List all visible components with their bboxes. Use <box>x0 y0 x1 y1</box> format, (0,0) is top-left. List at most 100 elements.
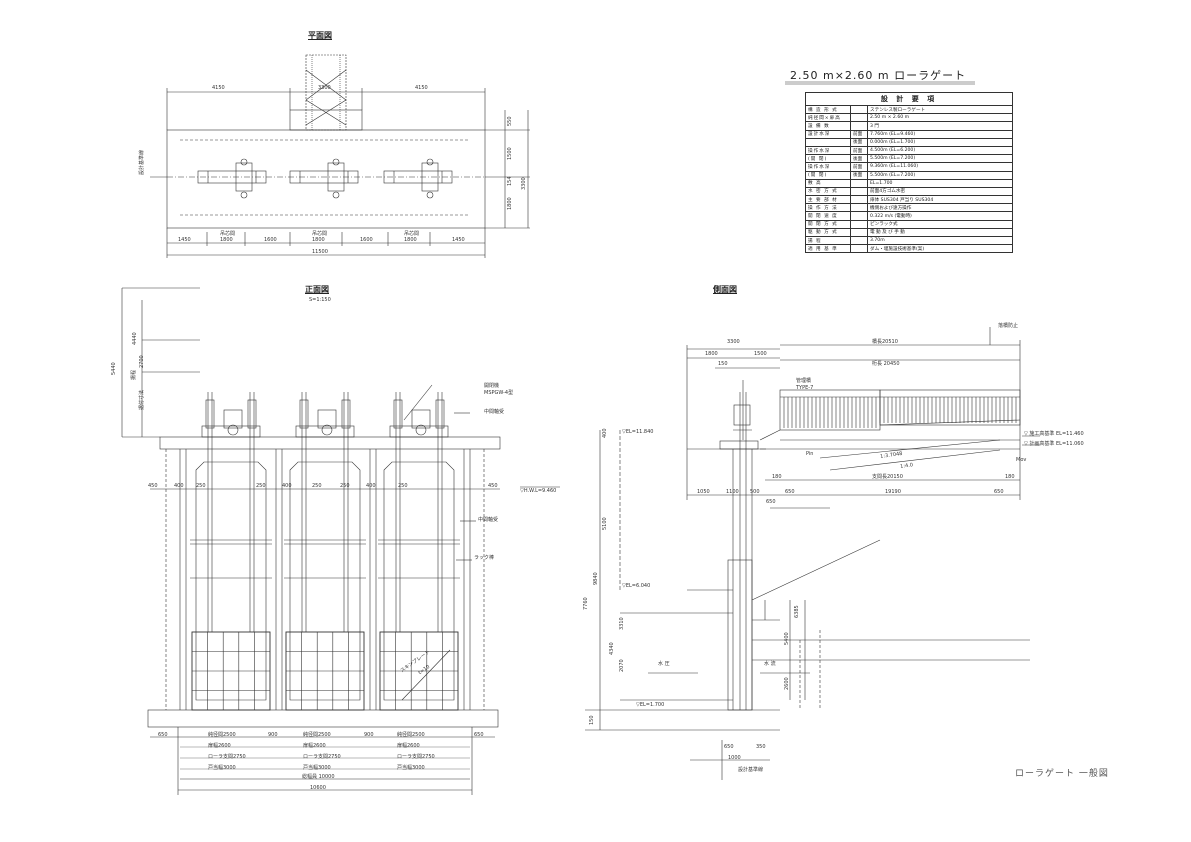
side-v5: 2070 <box>619 659 625 672</box>
side-view-title: 側面図 <box>713 285 737 294</box>
side-el-mid: ▽EL=6.040 <box>622 583 651 589</box>
spec-key: 純径間×扉高 <box>805 113 851 123</box>
front-top-dim: 250 <box>196 483 206 489</box>
side-vr2: 2600 <box>784 677 790 690</box>
side-end-1: 180 <box>1005 474 1015 480</box>
side-dim-top1: 1800 <box>705 351 718 357</box>
front-dim-900b: 900 <box>364 732 374 738</box>
spec-key <box>805 137 851 147</box>
spec-value: EL=1.700 <box>867 178 1013 188</box>
plan-dim-r1: 1500 <box>507 147 513 160</box>
spec-value: 2.50 m × 2.60 m <box>867 113 1013 123</box>
side-bottom-1: 350 <box>756 744 766 750</box>
plan-dim-r4: 3300 <box>521 177 527 190</box>
spec-key: 駆 動 方 式 <box>805 227 851 238</box>
spec-sub: 前面 <box>850 129 868 139</box>
front-note-bearing: 中間軸受 <box>484 409 505 415</box>
spec-key: 構 造 形 式 <box>805 104 851 115</box>
side-el-top: ▽EL=11.840 <box>622 429 654 435</box>
front-gate-dim: 戸当幅3000 <box>303 765 331 771</box>
side-pin: Pin <box>806 451 814 457</box>
front-gate-dim: 純径間2500 <box>208 732 236 738</box>
spec-key: 操作水深 <box>805 162 851 172</box>
plan-dim-r2: 154 <box>507 176 513 186</box>
spec-key: (開 閉) <box>805 170 851 180</box>
side-dim-top2: 1500 <box>754 351 767 357</box>
spec-value: 4.500m (EL=6.200) <box>867 145 1013 156</box>
spec-value: 5.500m (EL=7.200) <box>867 170 1013 180</box>
plan-dim-total: 11500 <box>312 249 328 255</box>
spec-sub <box>850 186 868 197</box>
spec-sub: 前面 <box>850 162 868 172</box>
spec-sub: 後面 <box>850 154 868 164</box>
plan-view-title: 平面図 <box>308 31 332 40</box>
front-top-dim: 250 <box>256 483 266 489</box>
spec-key: 設 備 数 <box>805 121 851 131</box>
side-left-150: 150 <box>589 715 595 725</box>
side-v1: 5100 <box>602 517 608 530</box>
spec-header: 設 計 要 項 <box>805 92 1013 106</box>
front-top-dim: 250 <box>398 483 408 489</box>
drawing-title: 2.50 m×2.60 m ローラゲート <box>790 69 967 82</box>
side-end-0: 180 <box>772 474 782 480</box>
spec-row: 操 作 方 法機側および遠方操作 <box>805 203 1013 213</box>
spec-sub <box>850 244 868 254</box>
side-el-plan: ▽ 計画高基準 EL=11.060 <box>1024 441 1084 447</box>
spec-sub <box>850 104 868 115</box>
plan-dim-top-mid: 3300 <box>318 85 331 91</box>
front-note-opener: 開閉機 <box>484 383 500 389</box>
front-dim-bl: 650 <box>158 732 168 738</box>
side-mid-1: 1100 <box>726 489 739 495</box>
side-pipe-0: 管理橋 <box>796 378 812 384</box>
side-dim-top3: 150 <box>718 361 728 367</box>
spec-row: 開 閉 方 式ピンラック式 <box>805 219 1013 229</box>
spec-key: (開 閉) <box>805 154 851 164</box>
spec-row: 構 造 形 式 ステンレス製ローラゲート <box>805 104 1013 115</box>
side-v3: 7760 <box>583 597 589 610</box>
spec-sub: 後面 <box>850 137 868 147</box>
plan-dim-b0: 1450 <box>178 237 191 243</box>
side-bridge-0: 橋長20510 <box>872 339 898 345</box>
front-view-title: 正面図 <box>305 285 329 294</box>
side-note-right: 落橋防止 <box>998 323 1019 329</box>
front-gate-dim: 戸当幅3000 <box>397 765 425 771</box>
plan-view <box>150 54 530 258</box>
side-mid-6: 650 <box>766 499 776 505</box>
spec-row: 適 用 基 準ダム・堰施設技術基準(案) <box>805 244 1013 254</box>
spec-sub <box>850 235 868 246</box>
spec-sub <box>850 203 868 213</box>
spec-table: 設 計 要 項 構 造 形 式 ステンレス製ローラゲート純径間×扉高 2.50 m … <box>805 92 1013 254</box>
side-pipe-1: TYPE-7 <box>796 385 814 391</box>
side-mid-3: 650 <box>785 489 795 495</box>
spec-sub <box>850 227 868 238</box>
spec-key: 水 密 方 式 <box>805 186 851 197</box>
spec-value: 7.760m (EL=9.460) <box>867 129 1013 139</box>
side-v0: 400 <box>602 428 608 438</box>
front-gate-dim: 扉幅2600 <box>208 743 231 749</box>
spec-value: ステンレス製ローラゲート <box>867 104 1013 115</box>
front-gate-dim: ローラ支間2750 <box>208 754 246 760</box>
spec-value: 9.360m (EL=11.060) <box>867 162 1013 172</box>
plan-gate-label-2: 吊芯間 <box>404 231 420 237</box>
front-gate-dim: 純径間2500 <box>303 732 331 738</box>
side-v2: 9840 <box>593 572 599 585</box>
side-el-bot: ▽EL=1.700 <box>636 702 665 708</box>
spec-value: 扉体 SUS304 戸当り SUS304 <box>867 195 1013 205</box>
spec-row: 駆 動 方 式電 動 及 び 手 動 <box>805 227 1013 238</box>
spec-sub <box>850 195 868 205</box>
spec-key: 主 要 部 材 <box>805 195 851 205</box>
front-top-dim: 250 <box>312 483 322 489</box>
front-gate-dim: 純径間2500 <box>397 732 425 738</box>
spec-value: ダム・堰施設技術基準(案) <box>867 244 1013 254</box>
spec-value: 3.70m <box>867 235 1013 246</box>
front-gate-dim: 戸当幅3000 <box>208 765 236 771</box>
drawing-footer: ローラゲート 一般図 <box>1015 769 1109 779</box>
spec-key: 設計水深 <box>805 129 851 139</box>
front-gate-dim: 扉幅2600 <box>397 743 420 749</box>
side-bottom-note: 設計基準線 <box>738 767 764 773</box>
side-bottom-2: 1000 <box>728 755 741 761</box>
